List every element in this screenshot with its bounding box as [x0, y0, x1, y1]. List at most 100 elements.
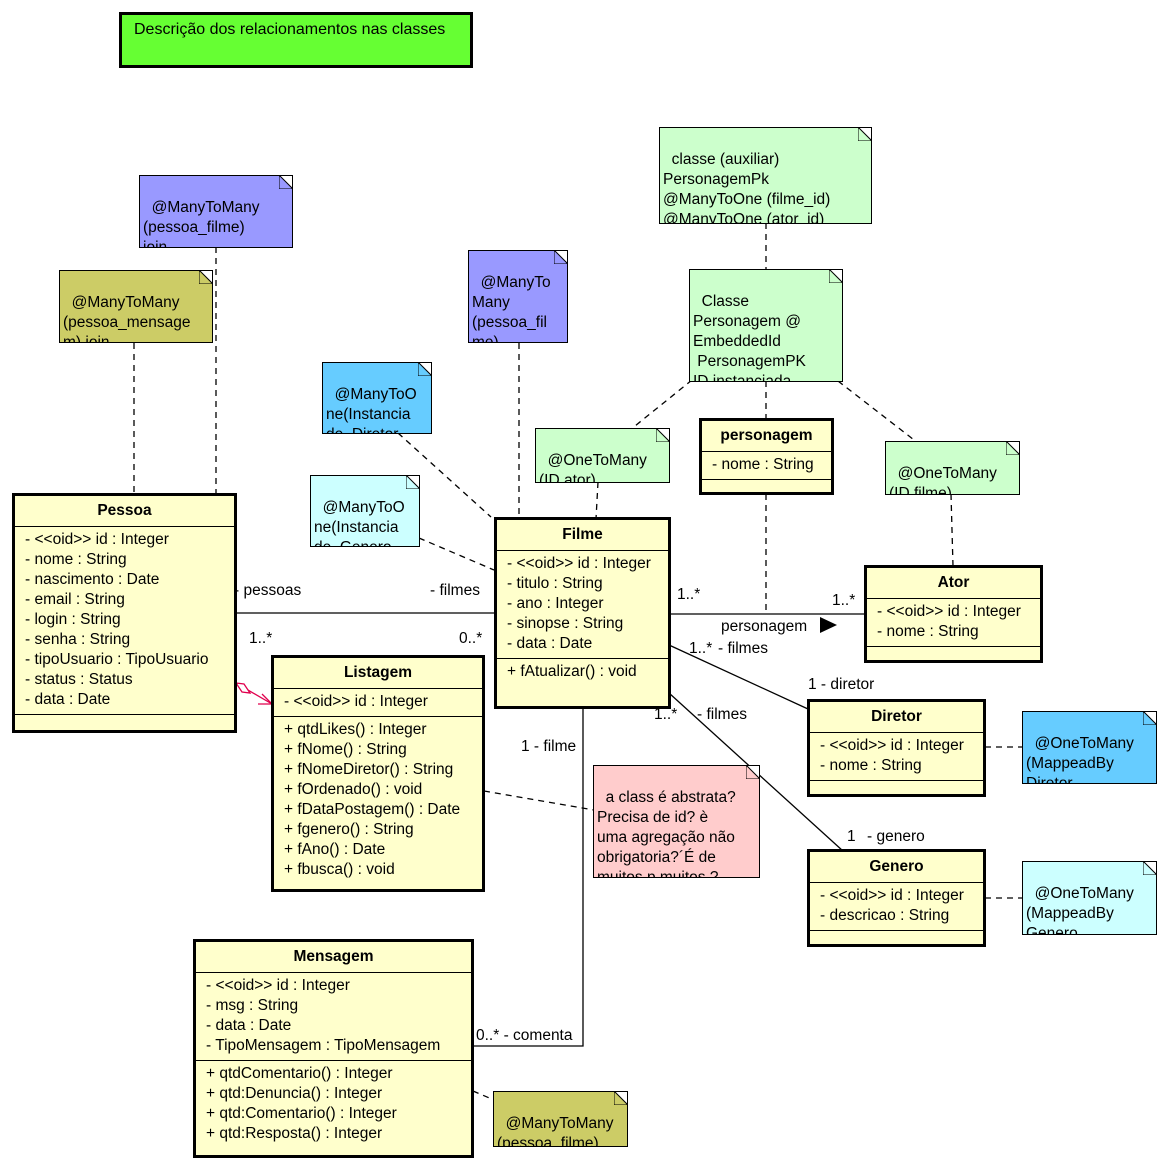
operations-section: + qtdComentario() : Integer + qtd:Denunc… — [196, 1061, 471, 1148]
class-name: Listagem — [274, 658, 482, 689]
class-name: Ator — [867, 568, 1040, 599]
role-pessoas: - pessoas — [234, 582, 302, 599]
class-mensagem[interactable]: Mensagem - <<oid>> id : Integer - msg : … — [193, 939, 474, 1158]
role-comenta: 0..* - comenta — [476, 1027, 573, 1044]
note-personagem-embedded[interactable]: Classe Personagem @ EmbeddedId Personage… — [689, 269, 843, 382]
role-filmes-pessoa: - filmes — [430, 582, 480, 599]
note-text: @ManyToO ne(Instancia de Diretor — [326, 386, 417, 433]
note-fold-icon — [746, 766, 759, 779]
operation: + fNomeDiretor() : String — [284, 761, 454, 778]
operation: + qtdLikes() : Integer — [284, 721, 427, 738]
note-pessoa-mensagem-join[interactable]: @ManyToMany (pessoa_mensage m) join — [59, 270, 213, 343]
attribute: - senha : String — [25, 631, 131, 648]
note-fold-icon — [829, 270, 842, 283]
role-filmes-diretor: - filmes — [718, 640, 768, 657]
attribute: - tipoUsuario : TipoUsuario — [25, 651, 209, 668]
attribute: - <<oid>> id : Integer — [206, 977, 350, 994]
attribute: - <<oid>> id : Integer — [284, 693, 428, 710]
anchor-listagem-question — [483, 790, 595, 811]
class-filme[interactable]: Filme - <<oid>> id : Integer - titulo : … — [494, 517, 671, 709]
multiplicity-filme-ator: 1..* — [677, 586, 701, 603]
attributes-section: - <<oid>> id : Integer - nome : String -… — [15, 527, 234, 715]
note-text: @ManyToMany (pessoa_filme) — [497, 1115, 614, 1147]
attribute: - <<oid>> id : Integer — [25, 531, 169, 548]
class-personagem[interactable]: personagem - nome : String — [699, 418, 834, 495]
note-genero[interactable]: @OneToMany (MappeadBy Genero — [1022, 861, 1157, 935]
multiplicity-filmes-diretor: 1..* — [689, 640, 713, 657]
class-pessoa[interactable]: Pessoa - <<oid>> id : Integer - nome : S… — [12, 493, 237, 733]
operation: + qtdComentario() : Integer — [206, 1065, 393, 1082]
role-genero: - genero — [867, 828, 925, 845]
diagram-title: Descrição dos relacionamentos nas classe… — [134, 21, 446, 38]
note-listagem-question[interactable]: a class é abstrata? Precisa de id? è uma… — [593, 765, 760, 878]
anchor-filme-diretor-note — [397, 432, 492, 518]
note-filme-diretor[interactable]: @ManyToO ne(Instancia de Diretor — [322, 362, 432, 434]
note-personagem-pk[interactable]: classe (auxiliar) PersonagemPk @ManyToOn… — [659, 127, 872, 224]
attribute: - TipoMensagem : TipoMensagem — [206, 1037, 441, 1054]
attribute: - titulo : String — [507, 575, 603, 592]
anchor-ator-note — [950, 493, 954, 567]
attribute: - <<oid>> id : Integer — [877, 603, 1021, 620]
note-filme-pessoa[interactable]: @ManyTo Many (pessoa_fil me) — [468, 250, 568, 343]
note-filme-genero[interactable]: @ManyToO ne(Instancia de Genero — [310, 475, 420, 547]
note-text: classe (auxiliar) PersonagemPk @ManyToOn… — [663, 151, 831, 224]
attribute: - descricao : String — [820, 907, 950, 924]
note-text: @OneToMany (ID.ator) — [539, 452, 647, 483]
note-fold-icon — [418, 363, 431, 376]
operation: + fgenero() : String — [284, 821, 414, 838]
anchor-mensagem-note — [472, 1090, 495, 1101]
multiplicity-filme-pessoa: 0..* — [459, 630, 483, 647]
note-text: @ManyToMany (pessoa_mensage m) join — [63, 294, 191, 343]
note-pessoa-filme-join[interactable]: @ManyToMany (pessoa_filme) join — [139, 175, 293, 248]
role-filmes-genero: - filmes — [697, 706, 747, 723]
note-diretor[interactable]: @OneToMany (MappeadBy Diretor — [1022, 711, 1157, 784]
aggregation-arrowhead — [258, 693, 274, 705]
note-text: @ManyToO ne(Instancia de Genero — [314, 499, 405, 546]
note-ator-filme[interactable]: @OneToMany (ID.filme) — [885, 441, 1020, 495]
operation: + qtd:Resposta() : Integer — [206, 1125, 383, 1142]
operations-section: + qtdLikes() : Integer + fNome() : Strin… — [274, 717, 482, 884]
note-fold-icon — [656, 429, 669, 442]
class-ator[interactable]: Ator - <<oid>> id : Integer - nome : Str… — [864, 565, 1043, 663]
attribute: - <<oid>> id : Integer — [820, 737, 964, 754]
note-fold-icon — [1143, 862, 1156, 875]
class-name: Filme — [497, 520, 668, 551]
operation: + qtd:Denuncia() : Integer — [206, 1085, 383, 1102]
note-fold-icon — [406, 476, 419, 489]
attributes-section: - <<oid>> id : Integer - titulo : String… — [497, 551, 668, 659]
operation: + fAno() : Date — [284, 841, 386, 858]
operation: + fDataPostagem() : Date — [284, 801, 461, 818]
class-name: Genero — [810, 852, 983, 883]
attribute: - msg : String — [206, 997, 299, 1014]
attribute: - data : Date — [25, 691, 111, 708]
aggregation-diamond — [234, 682, 252, 694]
attribute: - nome : String — [820, 757, 922, 774]
association-name-personagem: personagem — [721, 618, 808, 635]
attribute: - <<oid>> id : Integer — [507, 555, 651, 572]
class-name: personagem — [702, 421, 831, 452]
class-name: Diretor — [810, 702, 983, 733]
class-name: Mensagem — [196, 942, 471, 973]
operation: + fbusca() : void — [284, 861, 395, 878]
note-filme-ator[interactable]: @OneToMany (ID.ator) — [535, 428, 670, 483]
attribute: - sinopse : String — [507, 615, 624, 632]
class-listagem[interactable]: Listagem - <<oid>> id : Integer + qtdLik… — [271, 655, 485, 892]
operations-section: + fAtualizar() : void — [497, 659, 668, 686]
attribute: - email : String — [25, 591, 125, 608]
attribute: - nome : String — [712, 456, 814, 473]
note-text: Classe Personagem @ EmbeddedId Personage… — [693, 293, 806, 382]
attributes-section: - nome : String — [702, 452, 831, 480]
attribute: - nome : String — [877, 623, 979, 640]
operations-section — [810, 781, 983, 788]
class-diretor[interactable]: Diretor - <<oid>> id : Integer - nome : … — [807, 699, 986, 797]
class-genero[interactable]: Genero - <<oid>> id : Integer - descrica… — [807, 849, 986, 947]
note-fold-icon — [1143, 712, 1156, 725]
operation: + qtd:Comentario() : Integer — [206, 1105, 397, 1122]
attribute: - nome : String — [25, 551, 127, 568]
note-fold-icon — [858, 128, 871, 141]
note-mensagem[interactable]: @ManyToMany (pessoa_filme) — [493, 1091, 628, 1147]
class-name: Pessoa — [15, 496, 234, 527]
attributes-section: - <<oid>> id : Integer - nome : String — [810, 733, 983, 781]
operations-section — [15, 715, 234, 722]
